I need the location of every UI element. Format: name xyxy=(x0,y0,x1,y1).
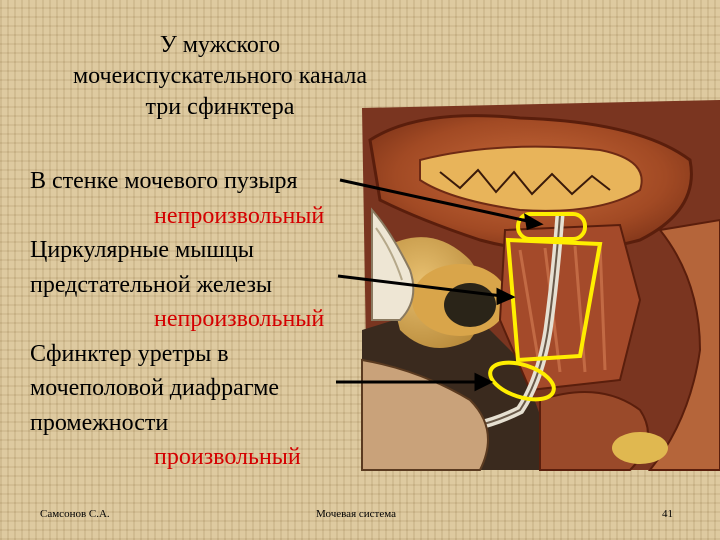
arrow-bladder-head xyxy=(524,213,544,230)
arrow-diaphragm-head xyxy=(474,372,494,392)
slide-title: У мужского мочеиспускательного канала тр… xyxy=(30,30,410,123)
pointer-arrows xyxy=(336,178,544,392)
title-line-2: мочеиспускательного канала xyxy=(72,63,368,89)
prostate-sphincter-marker xyxy=(505,237,603,363)
title-line-1: У мужского xyxy=(159,32,281,58)
perineum-label: промежности xyxy=(30,409,169,436)
involuntary-label-1: непроизвольный xyxy=(154,202,325,229)
bladder-sphincter-marker xyxy=(516,212,587,241)
anterior-tissue xyxy=(361,358,489,471)
arrow-prostate-head xyxy=(496,287,516,306)
sphincter-list: В стенке мочевого пузыря непроизвольный … xyxy=(30,164,360,475)
voluntary-label: произвольный xyxy=(154,444,301,470)
bulbar-tissue xyxy=(612,432,668,464)
title-line-3: три сфинктера xyxy=(145,94,295,120)
arrow-bladder xyxy=(339,178,533,224)
bladder-wall-label: В стенке мочевого пузыря xyxy=(30,168,298,194)
urogenital-sphincter-marker xyxy=(488,360,556,402)
footer-page-number: 41 xyxy=(662,508,673,520)
circular-muscles-label: Циркулярные мышцы xyxy=(30,237,254,263)
arrow-prostate xyxy=(337,274,503,298)
footer-author: Самсонов С.А. xyxy=(40,508,110,520)
footer-section: Мочевая система xyxy=(316,508,396,520)
urethral-sphincter-label: Сфинктер уретры в xyxy=(30,340,229,367)
involuntary-label-2: непроизвольный xyxy=(154,306,325,332)
prostate-label: предстательной железы xyxy=(30,271,273,298)
bladder-lumen xyxy=(419,145,643,212)
urogenital-diaphragm-label: мочеполовой диафрагме xyxy=(30,375,280,401)
pubic-bone-cortex xyxy=(375,227,403,281)
bladder-folds xyxy=(439,168,611,196)
